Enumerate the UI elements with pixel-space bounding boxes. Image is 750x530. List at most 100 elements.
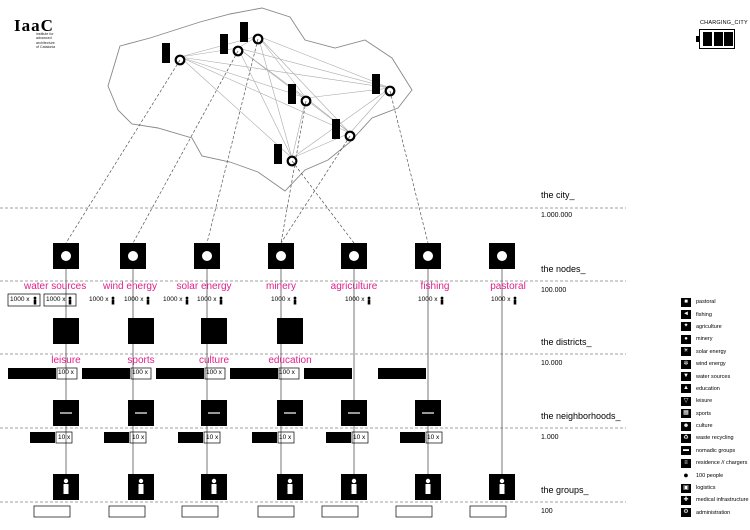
legend-item: ▽leisure: [681, 395, 749, 407]
district-count: 100 x: [132, 369, 148, 376]
person-icon: [63, 478, 69, 484]
legend-item: ▬nomadic groups: [681, 445, 749, 457]
dashed-connection: [291, 160, 355, 244]
city-connection-line: [179, 56, 391, 89]
count-box: [56, 367, 78, 380]
person-icon: [68, 296, 72, 300]
city-connection-line: [257, 35, 351, 134]
level-title-districts: the districts_: [541, 337, 592, 347]
city-connection-line: [305, 97, 351, 134]
count-box: [43, 293, 77, 307]
truck-icon: ▣: [681, 483, 691, 493]
person-icon: [219, 296, 223, 300]
person-icon: [219, 299, 223, 305]
court-icon: ▦: [681, 409, 691, 419]
city-connection-line: [179, 56, 351, 134]
district-count: 100 x: [279, 369, 295, 376]
person-icon: [146, 299, 150, 305]
service-box: [395, 505, 433, 518]
node-label-wind-energy: wind energy: [103, 281, 157, 292]
theatre-masks-icon: ☻: [681, 421, 691, 431]
service-strip: [156, 368, 204, 379]
node-count: 1000 x: [418, 296, 438, 303]
legend-label: residence // chargers: [696, 460, 748, 467]
person-icon: [111, 299, 115, 305]
count-box: [351, 431, 369, 444]
person-icon: [211, 484, 217, 494]
person-icon: [367, 299, 371, 305]
mineral-icon: ●: [681, 334, 691, 344]
level-title-neighborhoods: the neighborhoods_: [541, 411, 621, 421]
logo-mark: IaaC: [14, 16, 54, 35]
node-label-solar-energy: solar energy: [176, 281, 232, 292]
legend-label: wind energy: [696, 361, 726, 368]
count-box: [204, 367, 226, 380]
person-icon: [513, 299, 517, 305]
battery-icon: [696, 29, 735, 49]
city-connection-line: [257, 35, 307, 99]
legend-label: waste recycling: [696, 435, 734, 442]
level-value-neighborhoods: 1.000: [541, 434, 559, 441]
legend-label: logistics: [696, 485, 716, 492]
dashed-connection: [389, 90, 429, 244]
legend-item: ✲wind energy: [681, 358, 749, 370]
cow-icon: ■: [681, 297, 691, 307]
node-icon-symbol: [349, 251, 359, 261]
node-count: 1000 x: [163, 296, 183, 303]
legend-label: sports: [696, 410, 711, 417]
person-icon: ●: [681, 471, 691, 481]
person-icon: [293, 296, 297, 300]
neighborhood-count: 10 x: [58, 434, 71, 441]
service-strip: [8, 368, 56, 379]
person-icon: [367, 296, 371, 300]
service-box: [257, 505, 295, 518]
wheat-icon: ✦: [681, 322, 691, 332]
person-icon: [425, 478, 431, 484]
service-strip: [252, 432, 277, 443]
caravan-icon: ▬: [681, 446, 691, 456]
node-icon-symbol: [128, 251, 138, 261]
legend-label: leisure: [696, 398, 713, 405]
recycle-icon: ♻: [681, 433, 691, 443]
legend-item: ≡residence // chargers: [681, 457, 749, 469]
city-connection-line: [237, 47, 293, 159]
level-value-districts: 10.000: [541, 360, 563, 367]
node-count: 1000 x: [491, 296, 511, 303]
person-icon: [185, 299, 189, 305]
person-icon: [440, 296, 444, 300]
neighborhood-count: 10 x: [353, 434, 366, 441]
neighborhood-count: 10 x: [427, 434, 440, 441]
dashed-connection: [206, 38, 259, 244]
node-icon-symbol: [276, 251, 286, 261]
node-count: 1000 x: [124, 296, 144, 303]
city-connection-line: [179, 56, 307, 99]
legend: ■pastoral ◄fishing ✦agriculture ●minery …: [681, 296, 749, 519]
legend-item: ⚙administration: [681, 507, 749, 519]
service-strip: [304, 368, 352, 379]
legend-label: pastoral: [696, 299, 716, 306]
node-count: 1000 x: [345, 296, 365, 303]
person-icon: [351, 484, 357, 494]
count-box: [55, 431, 73, 444]
iaac-logo: IaaC institute for advanced architecture…: [14, 16, 55, 50]
legend-item: ▦ sports: [681, 408, 749, 420]
battery-cell: [703, 32, 712, 46]
service-strip: [178, 432, 203, 443]
person-icon: [425, 484, 431, 494]
city-connection-line: [179, 47, 239, 58]
legend-label: agriculture: [696, 323, 722, 330]
neighborhood-count: 10 x: [279, 434, 292, 441]
person-icon: [293, 299, 297, 305]
service-strip: [104, 432, 129, 443]
node-label-water-sources: water sources: [24, 281, 87, 292]
level-value-nodes: 100.000: [541, 287, 567, 294]
city-connection-line: [179, 56, 293, 159]
node-label-fishing: fishing: [420, 281, 450, 292]
legend-label: administration: [696, 509, 731, 516]
person-icon: [68, 299, 72, 305]
charger-icon: [288, 84, 296, 104]
city-connection-line: [349, 87, 391, 134]
count-box: [203, 431, 221, 444]
